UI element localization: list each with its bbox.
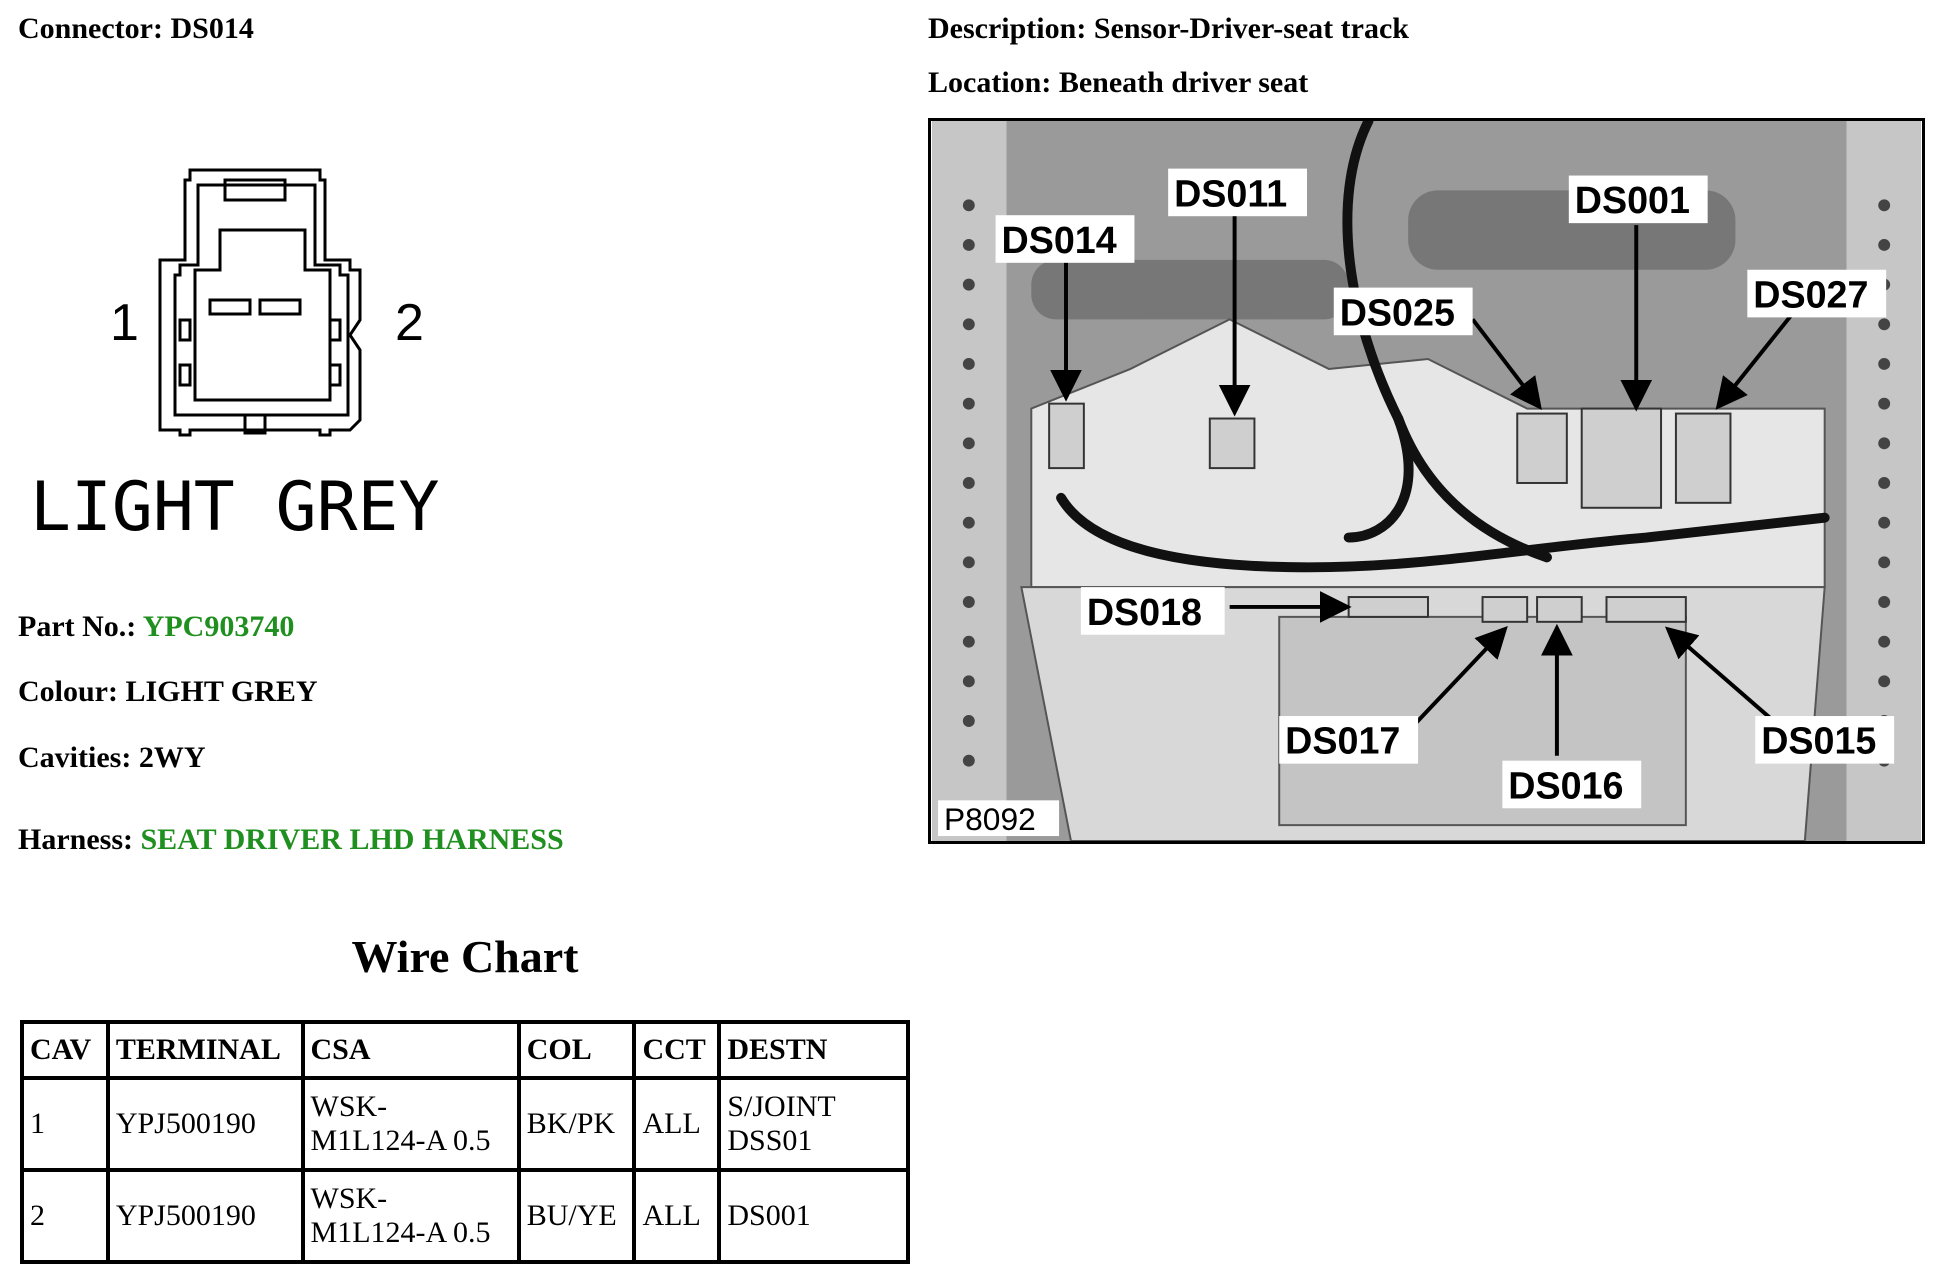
cell-csa-line2: M1L124-A 0.5 — [310, 1216, 491, 1249]
col-header-csa: CSA — [300, 1020, 521, 1080]
description-label: Description: — [928, 12, 1087, 45]
cavities-value: 2WY — [138, 741, 206, 774]
location-value: Beneath driver seat — [1058, 66, 1309, 99]
cell-destn: DS001 — [717, 1168, 910, 1264]
col-header-col: COL — [516, 1020, 637, 1080]
photo-label-ds001: DS001 — [1575, 179, 1690, 221]
cell-csa-line1: WSK- — [310, 1182, 388, 1215]
photo-label-ds027: DS027 — [1753, 273, 1868, 315]
cell-terminal: YPJ500190 — [105, 1168, 305, 1264]
col-header-terminal: TERMINAL — [105, 1020, 305, 1080]
cell-terminal: YPJ500190 — [105, 1076, 305, 1172]
cavities-line: Cavities: 2WY — [18, 741, 205, 775]
description-heading: Description: Sensor-Driver-seat track — [928, 12, 1409, 46]
colour-label: Colour: — [18, 675, 118, 708]
pin-label-right: 2 — [395, 294, 424, 352]
cell-csa-line1: WSK- — [310, 1090, 388, 1123]
col-header-destn: DESTN — [717, 1020, 910, 1080]
connector-label: Connector: — [18, 12, 163, 45]
cell-destn-line1: S/JOINT — [727, 1090, 836, 1123]
harness-label: Harness: — [18, 823, 133, 856]
connector-value: DS014 — [170, 12, 254, 45]
photo-label-ds015: DS015 — [1761, 720, 1876, 762]
cell-csa: WSK-M1L124-A 0.5 — [300, 1076, 521, 1172]
photo-label-ds025: DS025 — [1340, 291, 1455, 333]
location-label: Location: — [928, 66, 1052, 99]
cell-destn-line2: DSS01 — [727, 1124, 813, 1157]
cell-cct: ALL — [632, 1076, 722, 1172]
photo-label-ds016: DS016 — [1508, 764, 1623, 806]
cell-col: BK/PK — [516, 1076, 637, 1172]
cavities-label: Cavities: — [18, 741, 132, 774]
photo-label-ds011: DS011 — [1174, 172, 1287, 214]
connector-location-photo: DS014 DS011 DS001 DS025 DS027 DS018 DS01… — [928, 118, 1925, 844]
cell-cav: 2 — [20, 1168, 110, 1264]
cell-col: BU/YE — [516, 1168, 637, 1264]
wire-chart-table: CAV TERMINAL CSA COL CCT DESTN 1 YPJ5001… — [20, 1020, 910, 1264]
col-header-cct: CCT — [632, 1020, 722, 1080]
harness-link[interactable]: SEAT DRIVER LHD HARNESS — [140, 823, 564, 856]
table-row: 1 YPJ500190 WSK-M1L124-A 0.5 BK/PK ALL S… — [20, 1076, 910, 1172]
part-label: Part No.: — [18, 610, 137, 643]
colour-line: Colour: LIGHT GREY — [18, 675, 318, 709]
harness-line: Harness: SEAT DRIVER LHD HARNESS — [18, 823, 564, 857]
connector-face-diagram: 1 2 LIGHT GREY — [30, 168, 439, 547]
table-header-row: CAV TERMINAL CSA COL CCT DESTN — [20, 1020, 910, 1080]
part-number-link[interactable]: YPC903740 — [142, 610, 295, 643]
photo-label-ds018: DS018 — [1087, 591, 1202, 633]
connector-heading: Connector: DS014 — [18, 12, 254, 46]
colour-value: LIGHT GREY — [125, 675, 318, 708]
photo-label-ds014: DS014 — [1002, 219, 1117, 261]
col-header-cav: CAV — [20, 1020, 110, 1080]
cell-cct: ALL — [632, 1168, 722, 1264]
table-row: 2 YPJ500190 WSK-M1L124-A 0.5 BU/YE ALL D… — [20, 1168, 910, 1264]
wire-chart-title: Wire Chart — [351, 931, 579, 982]
location-heading: Location: Beneath driver seat — [928, 66, 1308, 100]
description-value: Sensor-Driver-seat track — [1093, 12, 1409, 45]
pin-label-left: 1 — [110, 294, 139, 352]
cell-cav: 1 — [20, 1076, 110, 1172]
photo-figure-code: P8092 — [944, 801, 1036, 837]
part-number-line: Part No.: YPC903740 — [18, 610, 294, 644]
cell-csa-line2: M1L124-A 0.5 — [310, 1124, 491, 1157]
cell-csa: WSK-M1L124-A 0.5 — [300, 1168, 521, 1264]
photo-label-ds017: DS017 — [1285, 720, 1400, 762]
pinout-colour-text: LIGHT GREY — [30, 468, 439, 547]
